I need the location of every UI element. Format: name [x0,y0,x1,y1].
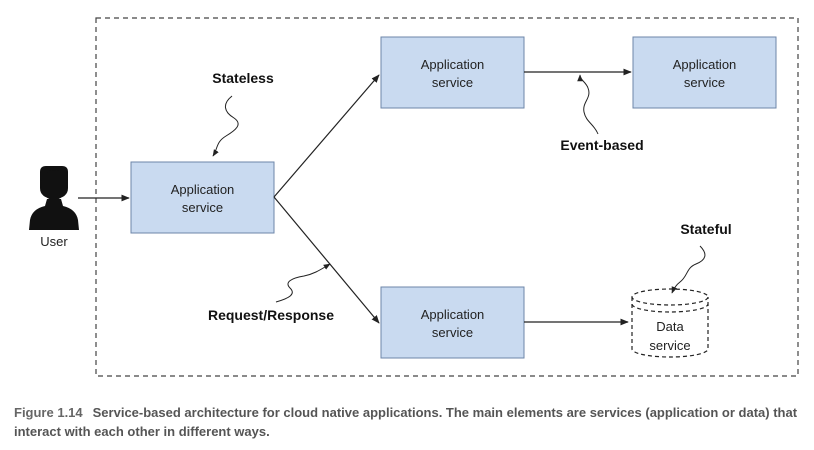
user-silhouette-icon [29,166,79,230]
arrow-main-to-bottom [273,196,380,324]
node-app-top: Application service [380,36,525,109]
annotation-request-response: Request/Response [208,307,334,323]
annotation-event-based: Event-based [560,137,643,153]
callout-request-response [275,263,331,303]
node-app-main-line1: Application [171,182,235,197]
node-app-top-right-line1: Application [673,57,737,72]
node-app-bottom-line2: service [432,325,473,340]
node-app-main: Application service [130,161,275,234]
node-app-top-right-line2: service [684,75,725,90]
figure-number: Figure 1.14 [14,405,83,420]
node-app-bottom: Application service [380,286,525,359]
node-data-service-line1: Data [656,319,684,334]
node-app-top-line2: service [432,75,473,90]
system-boundary [95,17,799,377]
node-app-top-line1: Application [421,57,485,72]
node-data-service [631,288,709,358]
user-label: User [40,234,68,249]
node-app-main-line2: service [182,200,223,215]
callout-stateful [671,245,706,294]
node-app-bottom-line1: Application [421,307,485,322]
callout-stateless [212,95,239,157]
callout-event-based [577,74,599,135]
annotation-stateless: Stateless [212,70,274,86]
arrow-main-to-top [273,74,380,198]
annotation-stateful: Stateful [680,221,731,237]
figure-caption-text: Service-based architecture for cloud nat… [14,405,798,439]
node-data-service-line2: service [649,338,690,353]
node-app-top-right: Application service [632,36,777,109]
